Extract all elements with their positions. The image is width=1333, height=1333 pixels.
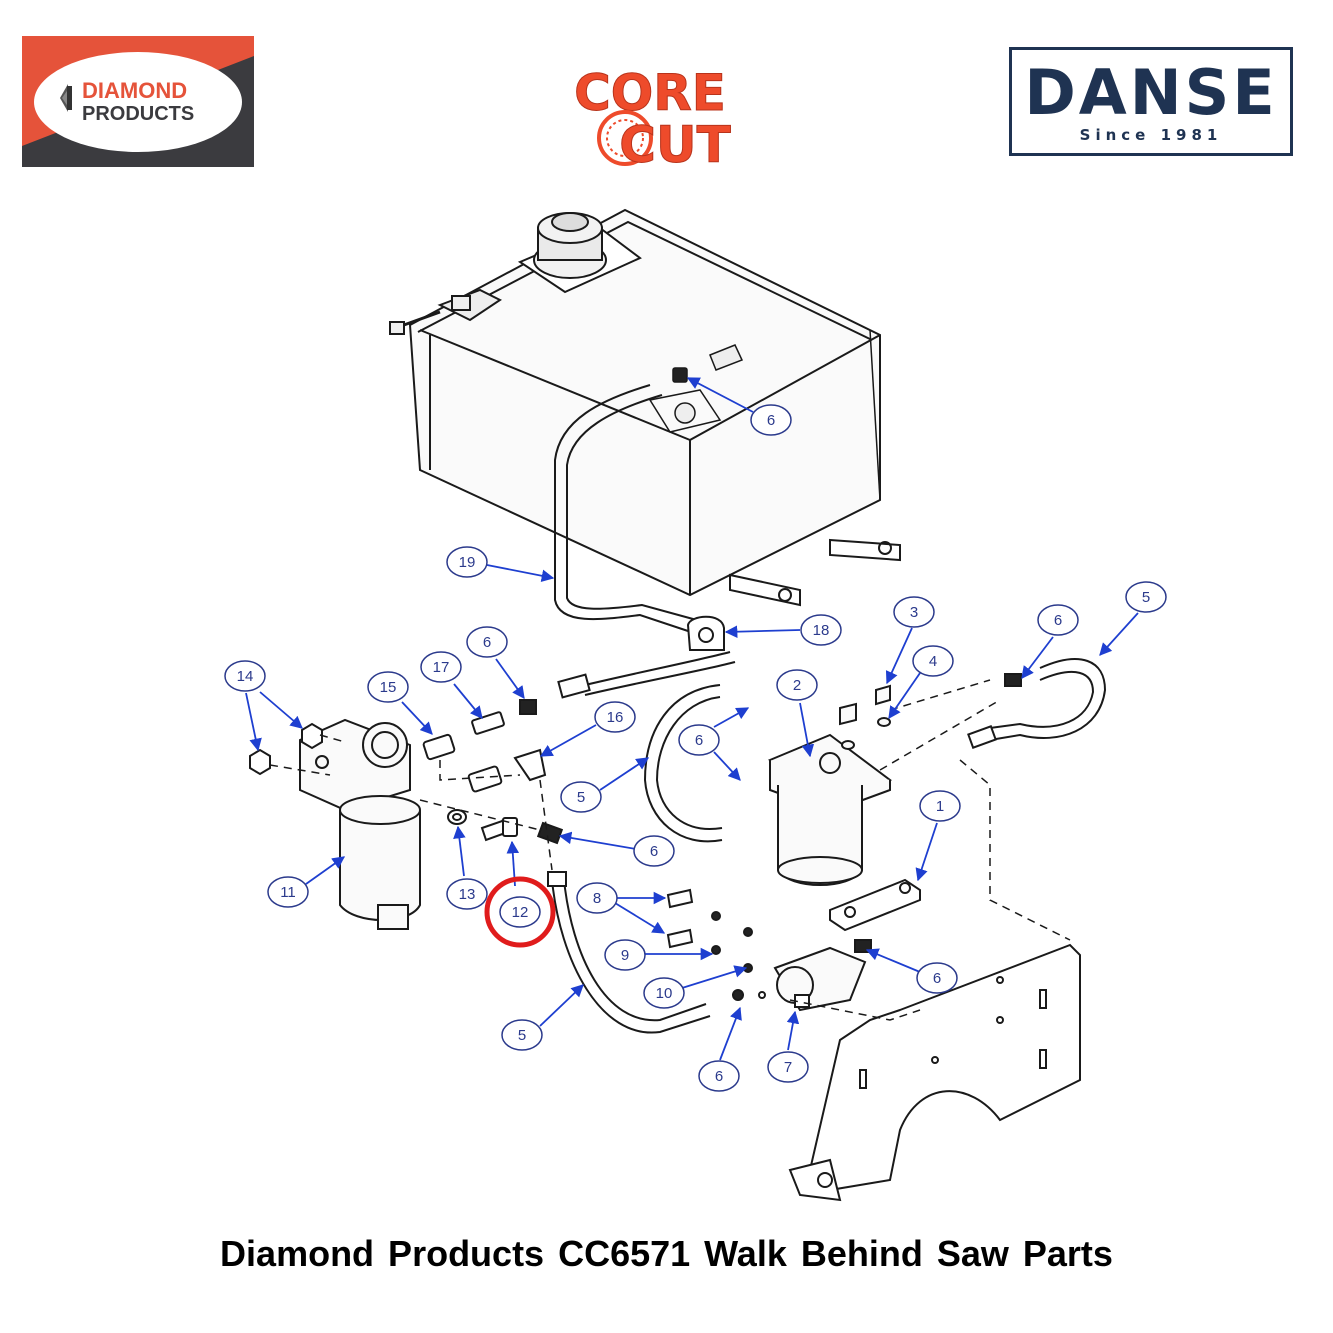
danse-logo-name: DANSE — [1024, 56, 1278, 129]
svg-text:5: 5 — [518, 1027, 526, 1044]
diamond-logo-line2: PRODUCTS — [82, 103, 194, 125]
callout-7: 7 — [767, 1051, 809, 1083]
fuel-pump-7 — [773, 939, 872, 1012]
svg-text:1: 1 — [936, 798, 944, 815]
callout-6-bottom: 6 — [698, 1060, 740, 1092]
callout-6-tank: 6 — [750, 404, 792, 436]
svg-text:9: 9 — [621, 947, 629, 964]
callout-14: 14 — [224, 660, 266, 692]
svg-text:5: 5 — [577, 789, 585, 806]
diamond-products-logo: DIAMOND PRODUCTS — [22, 36, 254, 167]
callout-10: 10 — [643, 977, 685, 1009]
nuts-14 — [249, 722, 323, 776]
callout-12: 12 — [499, 896, 541, 928]
clamp-18 — [686, 615, 725, 651]
core-cut-logo: CORE CUT — [565, 62, 735, 175]
svg-text:16: 16 — [607, 709, 624, 726]
callout-arrows — [245, 377, 1139, 1061]
callout-17: 17 — [420, 651, 462, 683]
callout-balloons: 6 19 18 3 4 6 5 14 15 17 6 16 2 6 5 6 1 … — [224, 404, 1167, 1092]
callout-15: 15 — [367, 671, 409, 703]
svg-text:6: 6 — [1054, 612, 1062, 629]
washer-13 — [447, 809, 467, 825]
callout-3: 3 — [893, 596, 935, 628]
svg-text:10: 10 — [656, 985, 673, 1002]
callout-18: 18 — [800, 614, 842, 646]
callout-5-lower: 5 — [501, 1019, 543, 1051]
callout-16: 16 — [594, 701, 636, 733]
callout-11: 11 — [267, 876, 309, 908]
hardware-8-9-10 — [666, 888, 766, 1001]
corecut-logo-line1: CORE — [574, 64, 726, 122]
callout-6-pump: 6 — [916, 962, 958, 994]
callout-6-elbow: 6 — [633, 835, 675, 867]
svg-text:7: 7 — [784, 1059, 792, 1076]
svg-text:4: 4 — [929, 653, 937, 670]
callout-4: 4 — [912, 645, 954, 677]
svg-text:18: 18 — [813, 622, 830, 639]
diamond-mark-icon — [60, 84, 72, 112]
fuel-filter-2 — [768, 684, 892, 886]
svg-text:14: 14 — [237, 668, 254, 685]
fittings-group — [422, 699, 564, 845]
callout-6-right: 6 — [1037, 604, 1079, 636]
callout-9: 9 — [604, 939, 646, 971]
svg-text:17: 17 — [433, 659, 450, 676]
mounting-frame — [788, 943, 1081, 1202]
bolt-12 — [480, 817, 518, 842]
corecut-logo-line2: CUT — [619, 116, 730, 170]
callout-6-upper: 6 — [466, 626, 508, 658]
fuel-sender — [389, 288, 502, 335]
fuel-filter-11 — [299, 718, 421, 930]
svg-text:2: 2 — [793, 677, 801, 694]
callout-5-middle: 5 — [560, 781, 602, 813]
diamond-logo-line1: DIAMOND — [82, 78, 187, 103]
tank-fittings — [648, 344, 744, 433]
callout-8: 8 — [576, 882, 618, 914]
hose-19 — [554, 384, 705, 636]
callout-19: 19 — [446, 546, 488, 578]
page-caption: Diamond Products CC6571 Walk Behind Saw … — [220, 1233, 1113, 1274]
svg-text:12: 12 — [512, 904, 529, 921]
callout-1: 1 — [919, 790, 961, 822]
callout-5-right: 5 — [1125, 581, 1167, 613]
bracket-1 — [829, 878, 921, 932]
svg-text:6: 6 — [650, 843, 658, 860]
tank-cap — [517, 212, 642, 294]
svg-text:13: 13 — [459, 886, 476, 903]
svg-text:5: 5 — [1142, 589, 1150, 606]
hose-5-right — [967, 658, 1107, 749]
svg-text:19: 19 — [459, 554, 476, 571]
svg-text:6: 6 — [715, 1068, 723, 1085]
svg-text:6: 6 — [933, 970, 941, 987]
svg-text:6: 6 — [767, 412, 775, 429]
danse-logo: DANSE Since 1981 — [1009, 47, 1293, 156]
hose-supply — [557, 651, 736, 699]
svg-text:11: 11 — [280, 884, 296, 901]
svg-text:15: 15 — [380, 679, 397, 696]
svg-text:6: 6 — [483, 634, 491, 651]
parts-diagram: 6 19 18 3 4 6 5 14 15 17 6 16 2 6 5 6 1 … — [0, 195, 1333, 1215]
svg-text:6: 6 — [695, 732, 703, 749]
svg-text:3: 3 — [910, 604, 918, 621]
alignment-lines — [269, 679, 1071, 1021]
highlight-ring-12 — [484, 876, 556, 948]
callout-6-middle: 6 — [678, 724, 720, 756]
hose-5-middle — [643, 684, 723, 843]
callout-13: 13 — [446, 878, 488, 910]
danse-logo-since: Since 1981 — [1079, 126, 1223, 144]
saw-blade-icon — [597, 110, 653, 166]
callout-2: 2 — [776, 669, 818, 701]
hose-5-lower — [547, 871, 711, 1034]
svg-text:8: 8 — [593, 890, 601, 907]
